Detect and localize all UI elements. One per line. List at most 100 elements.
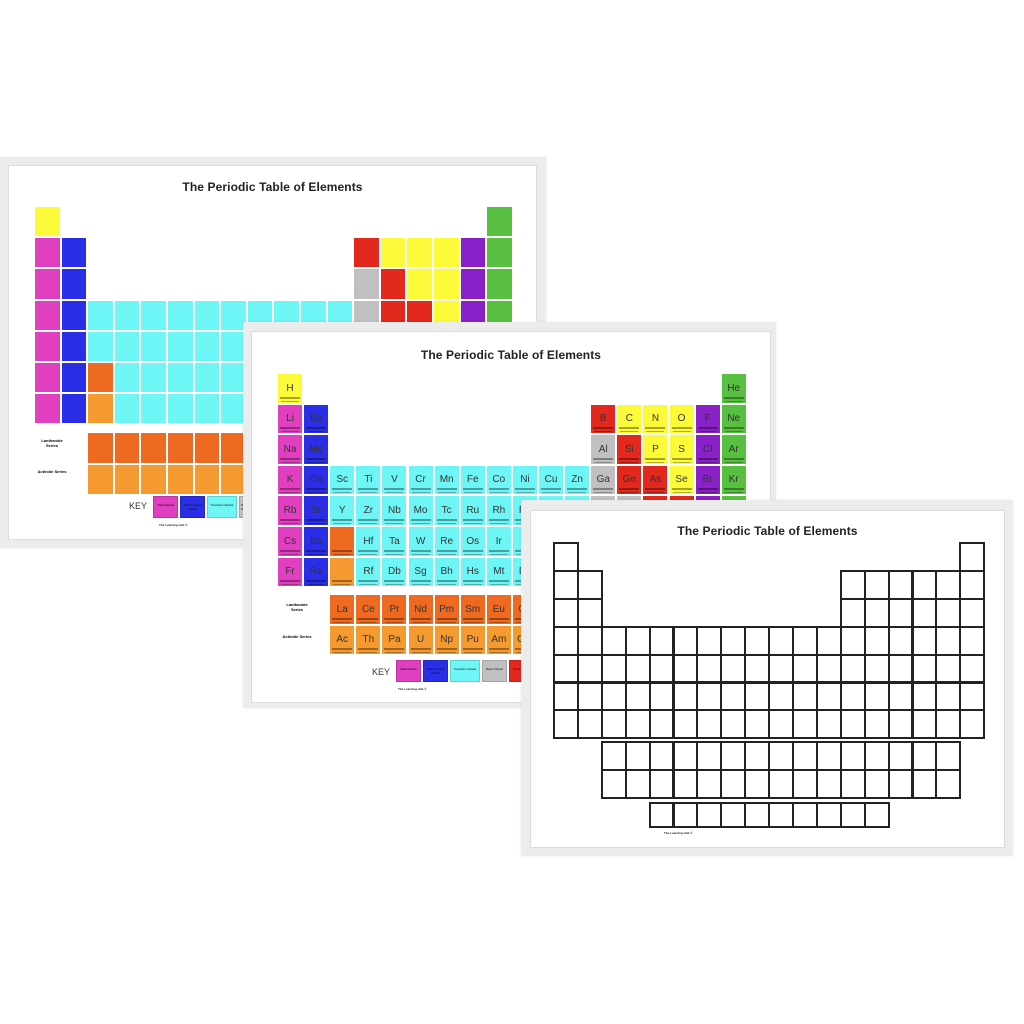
blank-element-cell[interactable]: [863, 597, 890, 628]
blank-element-cell[interactable]: [720, 625, 747, 656]
blank-element-cell[interactable]: [553, 569, 579, 600]
blank-element-cell[interactable]: [935, 569, 962, 600]
blank-element-cell[interactable]: [553, 597, 579, 628]
blank-element-cell[interactable]: [553, 681, 579, 712]
blank-element-cell[interactable]: [911, 709, 938, 740]
blank-series-cell[interactable]: [815, 769, 842, 800]
blank-series-cell[interactable]: [839, 741, 866, 772]
blank-extra-cell[interactable]: [696, 802, 723, 828]
blank-element-cell[interactable]: [815, 681, 842, 712]
blank-extra-cell[interactable]: [744, 802, 771, 828]
blank-element-cell[interactable]: [792, 653, 818, 684]
blank-series-cell[interactable]: [624, 769, 651, 800]
blank-element-cell[interactable]: [624, 625, 651, 656]
blank-element-cell[interactable]: [576, 681, 603, 712]
blank-element-cell[interactable]: [959, 653, 986, 684]
blank-element-cell[interactable]: [696, 681, 723, 712]
blank-element-cell[interactable]: [600, 681, 627, 712]
blank-element-cell[interactable]: [744, 681, 771, 712]
blank-series-cell[interactable]: [744, 741, 771, 772]
blank-element-cell[interactable]: [887, 569, 914, 600]
blank-series-cell[interactable]: [935, 769, 962, 800]
blank-element-cell[interactable]: [600, 709, 627, 740]
blank-series-cell[interactable]: [744, 769, 771, 800]
blank-element-cell[interactable]: [959, 597, 986, 628]
blank-series-cell[interactable]: [768, 769, 794, 800]
blank-element-cell[interactable]: [863, 709, 890, 740]
blank-element-cell[interactable]: [624, 653, 651, 684]
blank-extra-cell[interactable]: [648, 802, 675, 828]
blank-element-cell[interactable]: [959, 542, 986, 572]
blank-series-cell[interactable]: [600, 769, 627, 800]
blank-element-cell[interactable]: [648, 625, 675, 656]
blank-series-cell[interactable]: [792, 741, 818, 772]
blank-series-cell[interactable]: [863, 769, 890, 800]
blank-element-cell[interactable]: [959, 625, 986, 656]
blank-series-cell[interactable]: [911, 769, 938, 800]
blank-element-cell[interactable]: [553, 625, 579, 656]
blank-element-cell[interactable]: [720, 681, 747, 712]
blank-element-cell[interactable]: [887, 681, 914, 712]
blank-series-cell[interactable]: [863, 741, 890, 772]
blank-element-cell[interactable]: [672, 653, 699, 684]
blank-series-cell[interactable]: [672, 769, 699, 800]
blank-element-cell[interactable]: [792, 709, 818, 740]
blank-element-cell[interactable]: [911, 625, 938, 656]
blank-element-cell[interactable]: [959, 681, 986, 712]
blank-element-cell[interactable]: [553, 653, 579, 684]
blank-element-cell[interactable]: [911, 681, 938, 712]
blank-element-cell[interactable]: [720, 709, 747, 740]
blank-extra-cell[interactable]: [815, 802, 842, 828]
blank-element-cell[interactable]: [648, 709, 675, 740]
blank-element-cell[interactable]: [648, 681, 675, 712]
blank-element-cell[interactable]: [959, 709, 986, 740]
blank-element-cell[interactable]: [839, 569, 866, 600]
blank-element-cell[interactable]: [600, 653, 627, 684]
blank-element-cell[interactable]: [792, 625, 818, 656]
blank-element-cell[interactable]: [839, 681, 866, 712]
blank-element-cell[interactable]: [696, 625, 723, 656]
blank-element-cell[interactable]: [863, 625, 890, 656]
blank-series-cell[interactable]: [768, 741, 794, 772]
blank-element-cell[interactable]: [624, 709, 651, 740]
blank-element-cell[interactable]: [839, 653, 866, 684]
blank-element-cell[interactable]: [887, 597, 914, 628]
blank-element-cell[interactable]: [887, 625, 914, 656]
blank-extra-cell[interactable]: [792, 802, 818, 828]
blank-extra-cell[interactable]: [720, 802, 747, 828]
worksheet-card-blank[interactable]: The Periodic Table of Elements The Learn…: [521, 500, 1013, 856]
blank-series-cell[interactable]: [839, 769, 866, 800]
blank-element-cell[interactable]: [911, 653, 938, 684]
blank-element-cell[interactable]: [935, 597, 962, 628]
blank-extra-cell[interactable]: [863, 802, 890, 828]
blank-element-cell[interactable]: [815, 653, 842, 684]
blank-element-cell[interactable]: [744, 653, 771, 684]
blank-series-cell[interactable]: [696, 741, 723, 772]
blank-series-cell[interactable]: [887, 741, 914, 772]
blank-series-cell[interactable]: [911, 741, 938, 772]
blank-element-cell[interactable]: [624, 681, 651, 712]
blank-element-cell[interactable]: [672, 625, 699, 656]
blank-extra-cell[interactable]: [839, 802, 866, 828]
blank-series-cell[interactable]: [887, 769, 914, 800]
blank-element-cell[interactable]: [744, 625, 771, 656]
blank-element-cell[interactable]: [768, 681, 794, 712]
blank-series-cell[interactable]: [624, 741, 651, 772]
blank-element-cell[interactable]: [768, 653, 794, 684]
blank-element-cell[interactable]: [792, 681, 818, 712]
blank-element-cell[interactable]: [911, 597, 938, 628]
blank-element-cell[interactable]: [887, 709, 914, 740]
blank-element-cell[interactable]: [935, 625, 962, 656]
blank-element-cell[interactable]: [696, 653, 723, 684]
blank-element-cell[interactable]: [815, 709, 842, 740]
blank-series-cell[interactable]: [672, 741, 699, 772]
blank-element-cell[interactable]: [935, 681, 962, 712]
blank-element-cell[interactable]: [887, 653, 914, 684]
blank-element-cell[interactable]: [863, 681, 890, 712]
blank-extra-cell[interactable]: [672, 802, 699, 828]
blank-series-cell[interactable]: [720, 769, 747, 800]
blank-element-cell[interactable]: [768, 709, 794, 740]
blank-element-cell[interactable]: [863, 569, 890, 600]
blank-series-cell[interactable]: [815, 741, 842, 772]
blank-element-cell[interactable]: [672, 681, 699, 712]
